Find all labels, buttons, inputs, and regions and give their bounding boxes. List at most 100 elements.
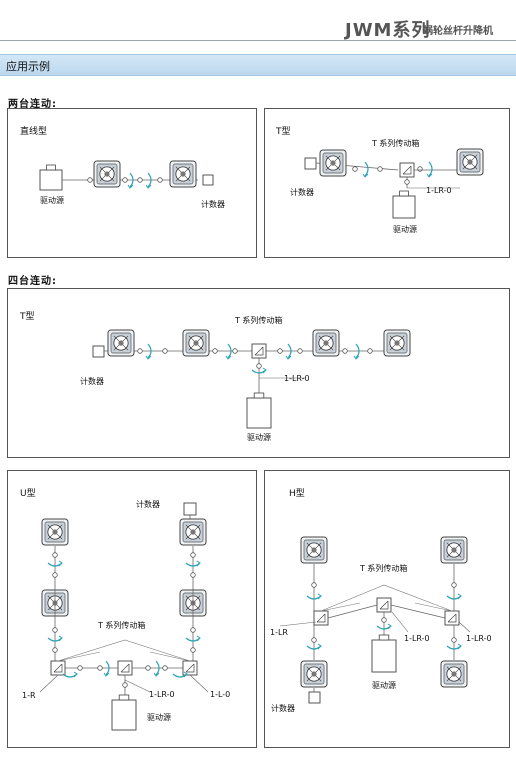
shaft-line [390, 604, 446, 619]
leader-line [57, 651, 191, 662]
rotation-arrow-icon [103, 672, 110, 677]
motor-flange [118, 694, 130, 701]
gearbox-mark [120, 663, 130, 673]
rotation-arrow-icon [196, 560, 201, 567]
panel-h [264, 470, 510, 748]
coupling-icon [451, 582, 457, 588]
label-gearbox-t-four: T 系列传动箱 [235, 316, 283, 325]
shaft-line [327, 604, 378, 619]
label-code-t-two: 1-LR-0 [426, 186, 452, 195]
rotation-arrow-icon [147, 172, 152, 188]
coupling-icon [122, 682, 128, 688]
counter-box [183, 502, 197, 516]
panel-t-two [264, 108, 510, 258]
rotation-arrow-icon [153, 672, 160, 677]
coupling-icon [342, 348, 348, 354]
shaft-line [189, 674, 209, 693]
brand-subtitle: 蜗轮丝杆升降机 [423, 26, 493, 37]
label-driver-t-four: 驱动源 [247, 433, 271, 442]
rotation-arrow-icon [155, 660, 160, 676]
rotation-arrow-icon [105, 660, 110, 676]
coupling-icon [52, 627, 58, 633]
coupling-icon [404, 179, 410, 185]
header-divider [0, 40, 516, 41]
counter-box [308, 691, 321, 704]
rotation-arrow-icon [145, 355, 152, 360]
rotation-arrow-icon [457, 593, 462, 600]
gearbox-mark [316, 613, 326, 623]
shaft-line [279, 621, 317, 627]
coupling-icon [417, 166, 423, 172]
coupling-icon [190, 572, 196, 578]
shaft-line [124, 679, 151, 693]
panel-title-t-four: T型 [20, 312, 35, 322]
coupling-icon [157, 177, 163, 183]
label-gearbox-t-two: T 系列传动箱 [372, 139, 420, 148]
rotation-arrow-icon [426, 173, 433, 178]
coupling-icon [52, 647, 58, 653]
label-code-h-mid: 1-LR-0 [404, 634, 430, 643]
motor-icon [111, 699, 137, 731]
coupling-icon [190, 647, 196, 653]
gearbox-mark [402, 165, 412, 175]
screw-jack-screw [104, 171, 110, 177]
screw-jack-screw [451, 547, 457, 553]
rotation-arrow-icon [145, 184, 152, 189]
rotation-arrow-icon [387, 623, 392, 630]
counter-box [202, 174, 214, 186]
gearbox-mark [379, 600, 389, 610]
motor-icon [246, 397, 272, 429]
label-driver-straight: 驱动源 [40, 196, 64, 205]
leader-line [57, 639, 191, 662]
section-four-linked: 四台连动: [8, 276, 57, 287]
gearbox-mark [447, 613, 457, 623]
screw-jack-screw [311, 671, 317, 677]
coupling-icon [87, 177, 93, 183]
coupling-icon [311, 582, 317, 588]
screw-jack-screw [193, 340, 199, 346]
motor-flange [399, 190, 409, 197]
panel-title-u: U型 [20, 489, 36, 499]
rotation-arrow-icon [225, 355, 232, 360]
panel-u [7, 470, 257, 748]
leader-line [320, 584, 453, 612]
coupling-icon [145, 665, 151, 671]
screw-jack-screw [330, 160, 336, 166]
label-counter-straight: 计数器 [201, 200, 225, 209]
coupling-icon [52, 572, 58, 578]
label-driver-u: 驱动源 [147, 713, 171, 722]
motor-flange [253, 392, 265, 399]
coupling-icon [122, 177, 128, 183]
label-driver-h: 驱动源 [372, 681, 396, 690]
coupling-icon [297, 348, 303, 354]
screw-jack-screw [118, 340, 124, 346]
label-code-t-four: 1-LR-0 [284, 374, 310, 383]
coupling-icon [451, 637, 457, 643]
coupling-icon [256, 363, 262, 369]
rotation-arrow-icon [317, 643, 322, 650]
rotation-arrow-icon [227, 343, 232, 359]
panel-title-t-two: T型 [276, 127, 291, 137]
rotation-arrow-icon [287, 343, 292, 359]
screw-jack-screw [52, 529, 58, 535]
coupling-icon [162, 665, 168, 671]
coupling-icon [137, 348, 143, 354]
coupling-icon [232, 348, 238, 354]
coupling-icon [97, 665, 103, 671]
rotation-arrow-icon [285, 355, 292, 360]
gearbox-mark [185, 663, 195, 673]
label-counter-u: 计数器 [136, 500, 160, 509]
label-counter-t-four: 计数器 [80, 377, 104, 386]
panel-title-straight: 直线型 [20, 127, 48, 137]
gearbox-mark [53, 663, 63, 673]
coupling-icon [162, 348, 168, 354]
screw-jack-screw [180, 171, 186, 177]
label-code-h-right: 1-LR-0 [466, 634, 492, 643]
banner-title: 应用示例 [6, 60, 50, 73]
screw-jack-screw [451, 671, 457, 677]
rotation-arrow-icon [353, 355, 360, 360]
rotation-arrow-icon [457, 643, 462, 650]
rotation-arrow-icon [428, 161, 433, 177]
counter-box [92, 345, 105, 358]
